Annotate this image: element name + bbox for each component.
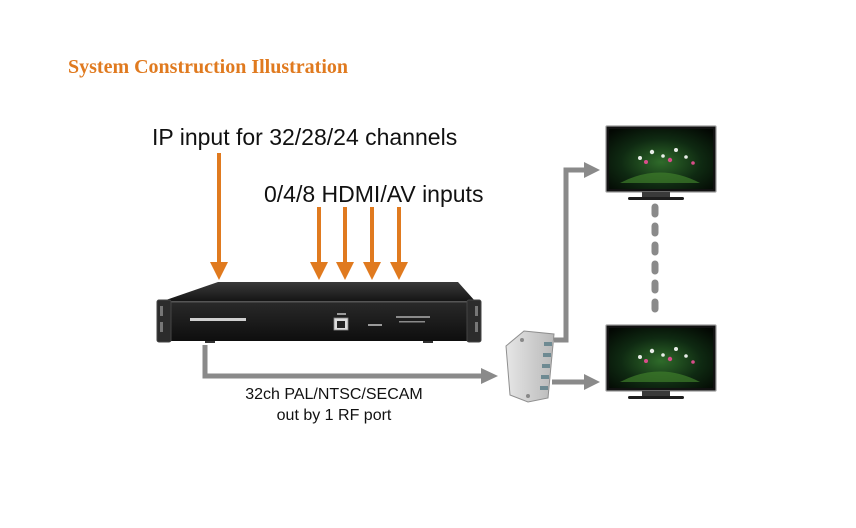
hdmi-input-label: 0/4/8 HDMI/AV inputs <box>264 181 484 207</box>
rf-output-label-line2: out by 1 RF port <box>276 407 392 424</box>
splitter-to-tv-top-connector <box>554 162 600 343</box>
rf-splitter <box>505 330 555 403</box>
tv-bottom <box>605 324 717 399</box>
rf-output-connector <box>202 345 498 384</box>
ip-to-analog-modulator-device <box>156 282 482 343</box>
ip-input-arrow <box>210 153 228 280</box>
hdmi-input-arrows <box>310 207 408 280</box>
tv-top <box>605 125 717 200</box>
ip-input-label: IP input for 32/28/24 channels <box>152 124 458 150</box>
rf-output-label-line1: 32ch PAL/NTSC/SECAM <box>245 386 423 403</box>
page-title: System Construction Illustration <box>68 56 349 78</box>
splitter-to-tv-bottom-connector <box>552 374 600 390</box>
